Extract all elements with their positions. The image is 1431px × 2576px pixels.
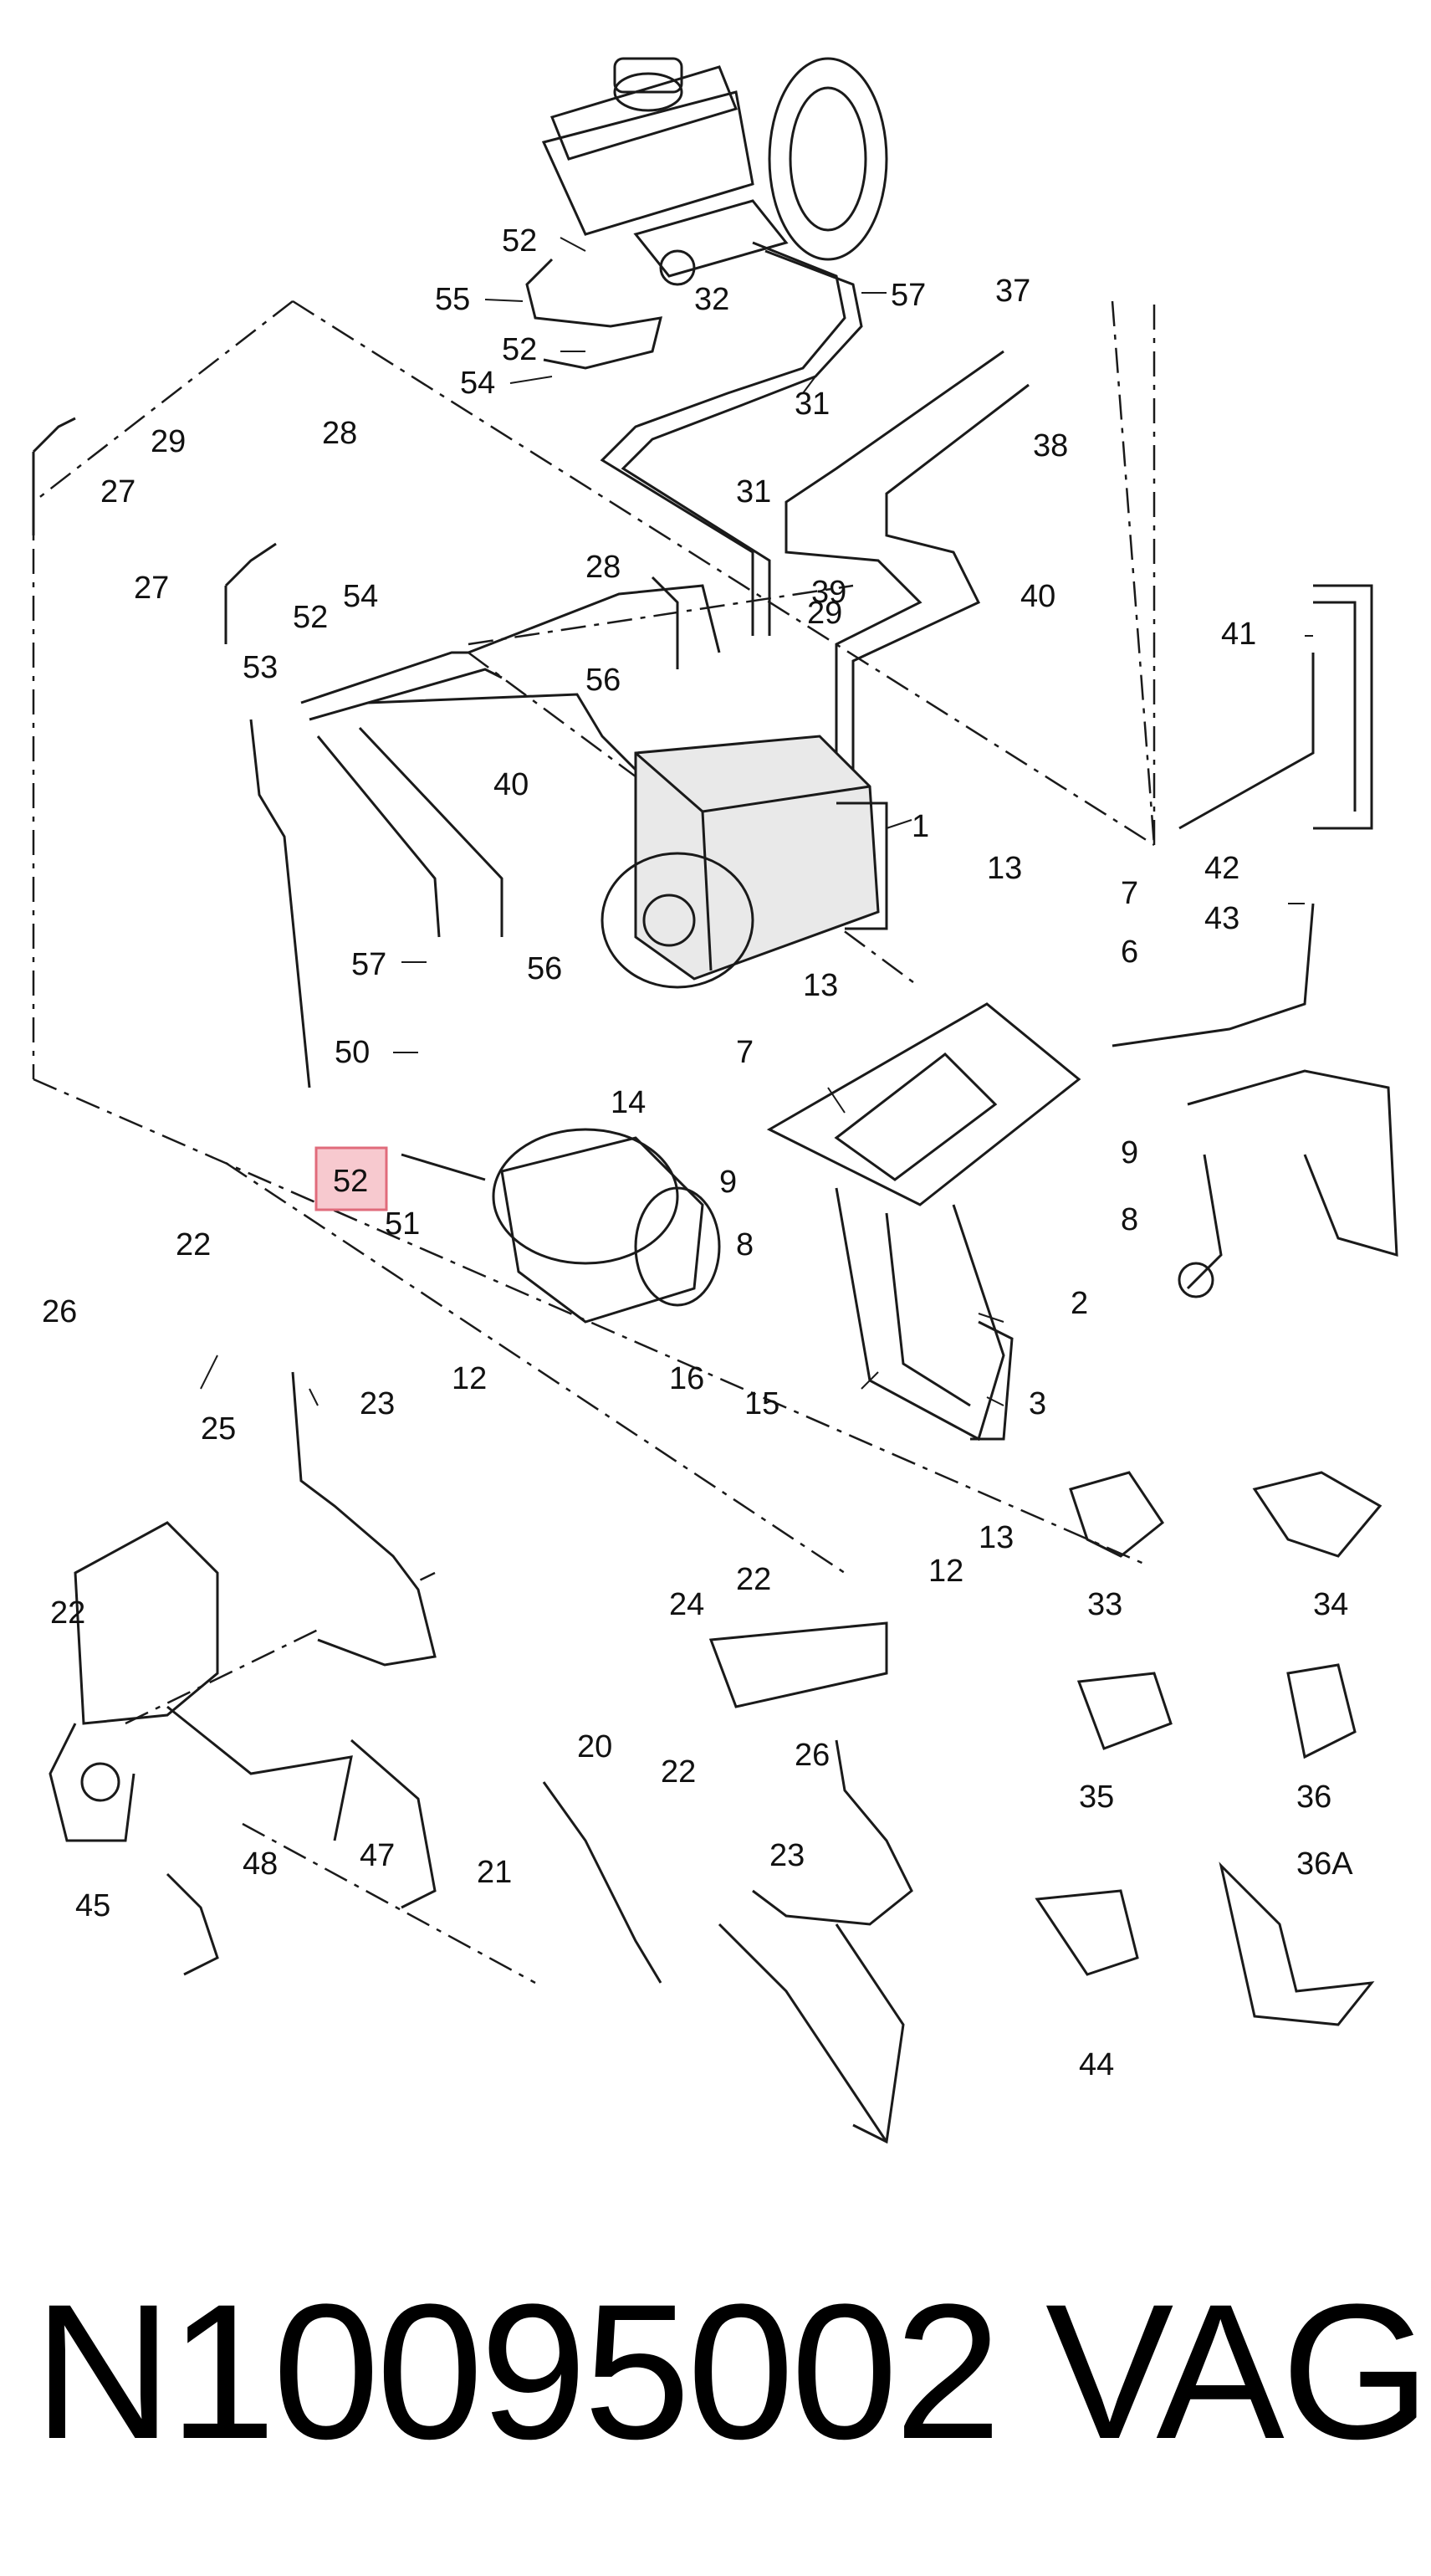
label: 53 [243,650,278,685]
label: 7 [736,1035,754,1070]
label: 13 [803,968,838,1003]
abs-unit [601,735,888,989]
label: 57 [351,947,386,982]
label: 26 [42,1294,77,1329]
label: 38 [1033,428,1068,463]
label: 28 [322,416,357,451]
label: 23 [769,1838,805,1873]
label: 12 [928,1554,963,1589]
label: 16 [669,1361,704,1396]
brake-system-exploded-diagram: 52 1 2 3 6 7 7 8 8 9 9 12 12 13 13 13 14… [32,57,1398,2144]
label: 7 [1121,876,1138,911]
label: 13 [979,1520,1014,1555]
label: 15 [744,1386,779,1421]
footer: N10095002 VAG [0,2242,1431,2510]
label: 31 [795,387,830,422]
label: 29 [151,424,186,459]
label: 22 [736,1562,771,1597]
label: 52 [502,223,537,259]
label: 56 [585,663,621,698]
label: 54 [460,366,495,401]
label: 54 [343,579,378,614]
label: 22 [176,1227,211,1262]
label: 27 [134,571,169,606]
label: 25 [201,1411,236,1447]
label: 35 [1079,1780,1114,1815]
label: 40 [493,767,529,802]
label: 23 [360,1386,395,1421]
label: 56 [527,951,562,986]
label: 31 [736,474,771,510]
label: 32 [694,282,729,317]
label: 39 [811,575,846,610]
label: 9 [1121,1135,1138,1170]
label: 33 [1087,1587,1122,1622]
label: 3 [1029,1386,1046,1421]
label: 40 [1020,579,1055,614]
leader-lines [200,237,1313,1406]
label: 14 [611,1085,646,1120]
label: 52 [293,600,328,635]
part-labels: 1 2 3 6 7 7 8 8 9 9 12 12 13 13 13 14 15… [42,223,1353,2082]
label: 21 [477,1855,512,1890]
label: 50 [335,1035,370,1070]
label: 12 [452,1361,487,1396]
label: 57 [891,278,926,313]
highlight-box [314,1146,388,1211]
label: 8 [1121,1202,1138,1237]
label: 55 [435,282,470,317]
label: 42 [1204,851,1239,886]
label: 8 [736,1227,754,1262]
label: 34 [1313,1587,1348,1622]
clips [1035,1471,1382,2026]
label: 27 [100,474,135,510]
lower-left-assembly [49,1521,437,1976]
hoses [249,258,1315,1926]
label: 44 [1079,2047,1114,2082]
label: 48 [243,1846,278,1882]
label: 24 [669,1587,704,1622]
caliper-right [1178,1069,1398,1298]
master-cylinder [541,57,888,286]
label: 29 [807,596,842,631]
pressure-accumulator [401,1128,721,1324]
label: 45 [75,1888,110,1923]
label: 22 [661,1754,696,1790]
label: 9 [719,1165,737,1200]
label: 51 [385,1206,420,1242]
label: 22 [50,1595,85,1631]
label: 1 [912,809,929,844]
label: 43 [1204,901,1239,936]
lower-right-assembly [542,1621,905,2144]
reference-lines [32,300,1156,1984]
label: 2 [1071,1286,1088,1321]
label: 28 [585,550,621,585]
label: 6 [1121,935,1138,970]
brake-lines [32,241,1373,938]
label: 13 [987,851,1022,886]
label: 37 [995,274,1030,309]
highlight-label: 52 [333,1164,368,1199]
part-number: N10095002 [33,2264,1001,2479]
bracket-assembly [766,1002,1081,1442]
label: 36A [1296,1846,1353,1882]
label: 52 [502,332,537,367]
label: 36 [1296,1780,1331,1815]
label: 41 [1221,617,1256,652]
brand-name: VAG [1045,2264,1431,2479]
label: 47 [360,1838,395,1873]
label: 26 [795,1738,830,1773]
label: 20 [577,1729,612,1764]
